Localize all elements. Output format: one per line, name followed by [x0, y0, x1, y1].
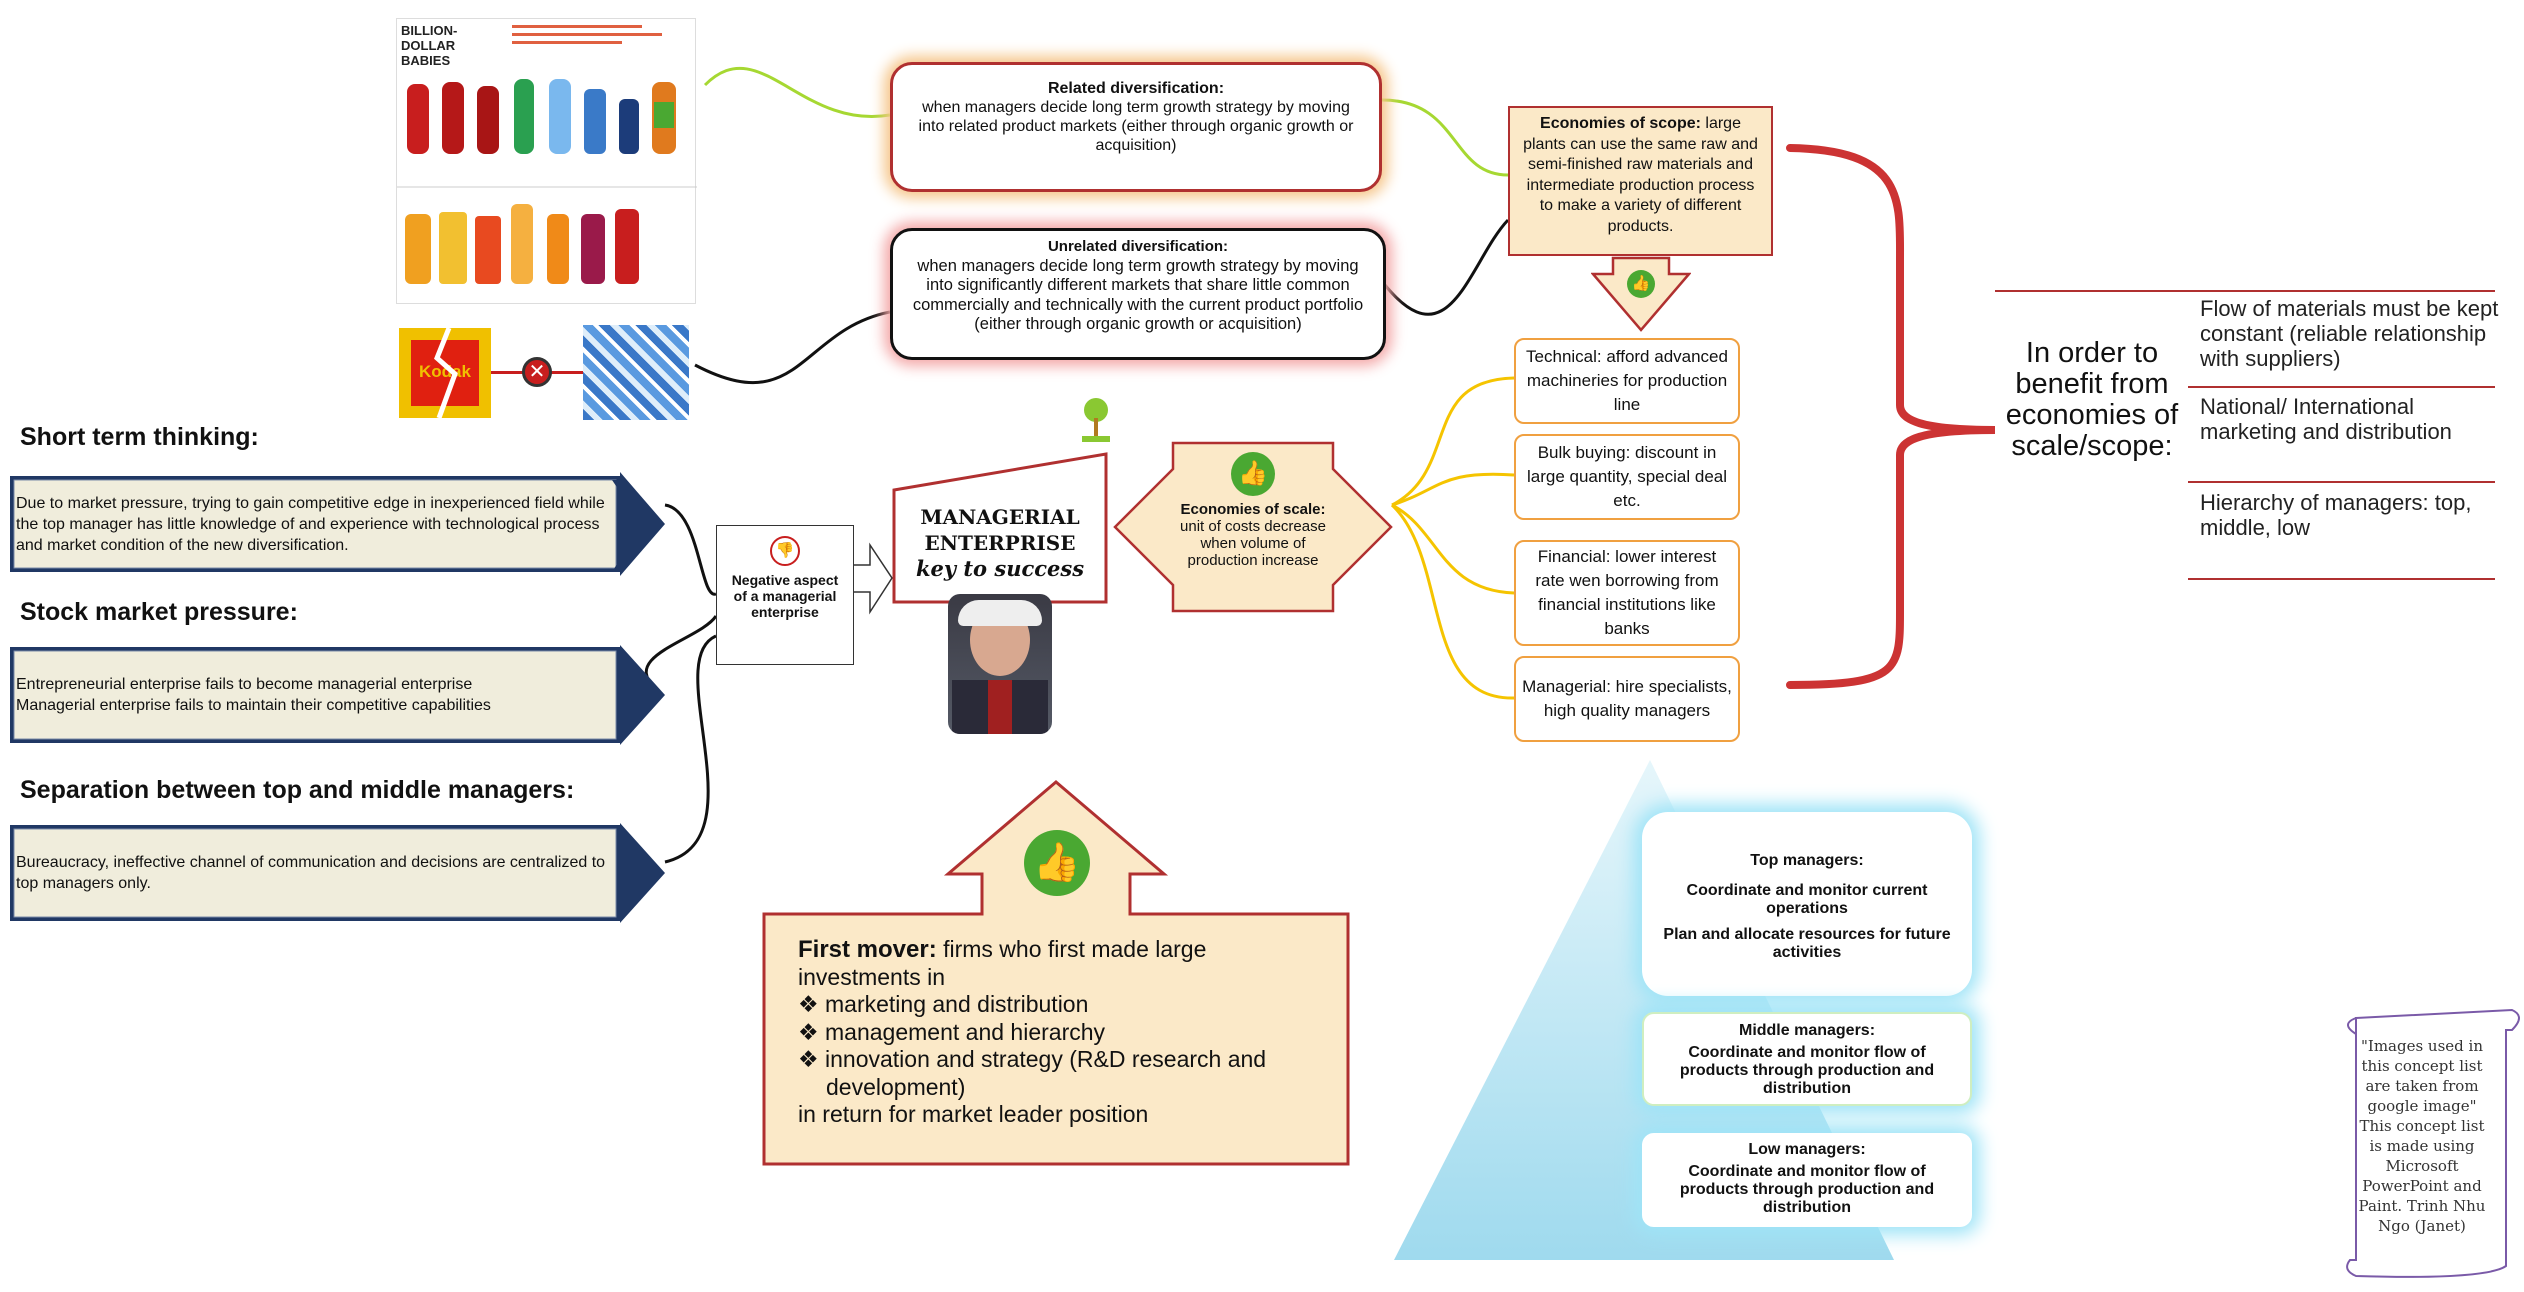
thumbs-up-icon-small: 👍: [1627, 270, 1655, 298]
short-term-heading: Short term thinking:: [20, 423, 259, 451]
managerial-subtitle: key to success: [915, 556, 1085, 581]
first-mover-arrow: 👍 First mover: firms who first made larg…: [760, 778, 1352, 1168]
unrelated-diversification-box: Unrelated diversification: when managers…: [890, 228, 1386, 360]
thumbs-up-icon: 👍: [1231, 452, 1275, 496]
benefit-line-2: [2188, 386, 2495, 388]
bottle-row-top: [407, 79, 676, 154]
technical-box: Technical: afford advanced machineries f…: [1514, 338, 1740, 424]
benefit-item-1: Flow of materials must be kept constant …: [2200, 296, 2499, 371]
bottles-title: BILLION-DOLLAR BABIES: [401, 23, 458, 68]
kodak-logo: Kodak: [399, 328, 491, 418]
bottle-row-bottom: [405, 204, 687, 284]
scope-down-arrow: 👍: [1590, 256, 1692, 332]
separation-heading: Separation between top and middle manage…: [20, 776, 575, 804]
first-mover-item-1: ❖ marketing and distribution: [798, 991, 1089, 1017]
short-term-text: Due to market pressure, trying to gain c…: [16, 494, 605, 554]
top-managers-title: Top managers:: [1750, 852, 1864, 869]
scope-title: Economies of scope:: [1540, 115, 1701, 132]
short-term-arrow: Due to market pressure, trying to gain c…: [10, 472, 665, 576]
low-managers-title: Low managers:: [1748, 1141, 1866, 1158]
negative-aspect-text: Negative aspect of a managerial enterpri…: [731, 572, 839, 620]
first-mover-intro: firms who first made large investments i…: [798, 936, 1207, 990]
top-managers-line2: Plan and allocate resources for future a…: [1663, 926, 1951, 961]
related-title: Related diversification:: [1047, 80, 1225, 97]
managerial-box: Managerial: hire specialists, high quali…: [1514, 656, 1740, 742]
benefit-line-4: [2188, 578, 2495, 580]
stock-market-text-a: Entrepreneurial enterprise fails to beco…: [16, 676, 473, 693]
benefit-line-3: [2188, 481, 2495, 483]
economies-of-scale-arrow: 👍 Economies of scale: unit of costs decr…: [1113, 437, 1393, 617]
economies-of-scope-box: Economies of scope: large plants can use…: [1508, 106, 1773, 256]
middle-managers-box: Middle managers: Coordinate and monitor …: [1642, 1012, 1972, 1106]
scale-title: Economies of scale:: [1180, 501, 1326, 518]
top-managers-box: Top managers: Coordinate and monitor cur…: [1642, 812, 1972, 996]
top-managers-line1: Coordinate and monitor current operation…: [1686, 882, 1928, 917]
middle-managers-text: Coordinate and monitor flow of products …: [1679, 1044, 1935, 1097]
benefit-title: In order to benefit from economies of sc…: [2005, 337, 2179, 462]
negative-aspect-box: 👎 Negative aspect of a managerial enterp…: [716, 525, 854, 665]
managerial-title-line1: MANAGERIAL: [920, 505, 1080, 529]
growth-tree-icon: [1076, 394, 1116, 444]
kodak-text: Kodak: [419, 362, 471, 381]
bottles-image: BILLION-DOLLAR BABIES: [396, 18, 697, 304]
benefit-line-top: [1995, 290, 2495, 292]
thumbs-up-icon-large: 👍: [1024, 830, 1090, 896]
scroll-caption: "Images used in this concept list are ta…: [2358, 1037, 2486, 1235]
separation-text: Bureaucracy, ineffective channel of comm…: [16, 854, 606, 892]
scroll-shape: [2346, 1008, 2520, 1278]
financial-box: Financial: lower interest rate wen borro…: [1514, 540, 1740, 646]
unrelated-text: when managers decide long term growth st…: [912, 256, 1364, 334]
benefit-item-3: Hierarchy of managers: top, middle, low: [2200, 490, 2472, 540]
cross-icon: ✕: [522, 357, 552, 387]
scale-text: unit of costs decrease when volume of pr…: [1180, 518, 1326, 569]
pills-image: [583, 325, 689, 420]
related-diversification-box: Related diversification: when managers d…: [890, 62, 1382, 192]
portrait-photo: [948, 594, 1052, 734]
unrelated-title: Unrelated diversification:: [1047, 238, 1229, 255]
first-mover-title: First mover:: [798, 936, 937, 963]
thumbs-down-icon: 👎: [770, 536, 800, 566]
scope-text: large plants can use the same raw and se…: [1523, 115, 1758, 235]
benefit-item-2: National/ International marketing and di…: [2200, 394, 2452, 444]
related-text: when managers decide long term growth st…: [918, 99, 1354, 154]
middle-managers-title: Middle managers:: [1738, 1022, 1876, 1039]
first-mover-item-2: ❖ management and hierarchy: [798, 1018, 1106, 1045]
stock-market-text-b: Managerial enterprise fails to maintain …: [16, 697, 491, 714]
managerial-enterprise-box: MANAGERIAL ENTERPRISE key to success: [892, 452, 1108, 604]
managerial-title-line2: ENTERPRISE: [924, 531, 1076, 555]
first-mover-item-3: ❖ innovation and strategy (R&D research …: [798, 1046, 1267, 1100]
stock-market-heading: Stock market pressure:: [20, 598, 298, 626]
stock-market-arrow: Entrepreneurial enterprise fails to beco…: [10, 645, 665, 745]
low-managers-box: Low managers: Coordinate and monitor flo…: [1642, 1133, 1972, 1227]
separation-arrow: Bureaucracy, ineffective channel of comm…: [10, 823, 665, 923]
low-managers-text: Coordinate and monitor flow of products …: [1679, 1163, 1935, 1216]
first-mover-end: in return for market leader position: [798, 1101, 1149, 1127]
bulk-buying-box: Bulk buying: discount in large quantity,…: [1514, 434, 1740, 520]
